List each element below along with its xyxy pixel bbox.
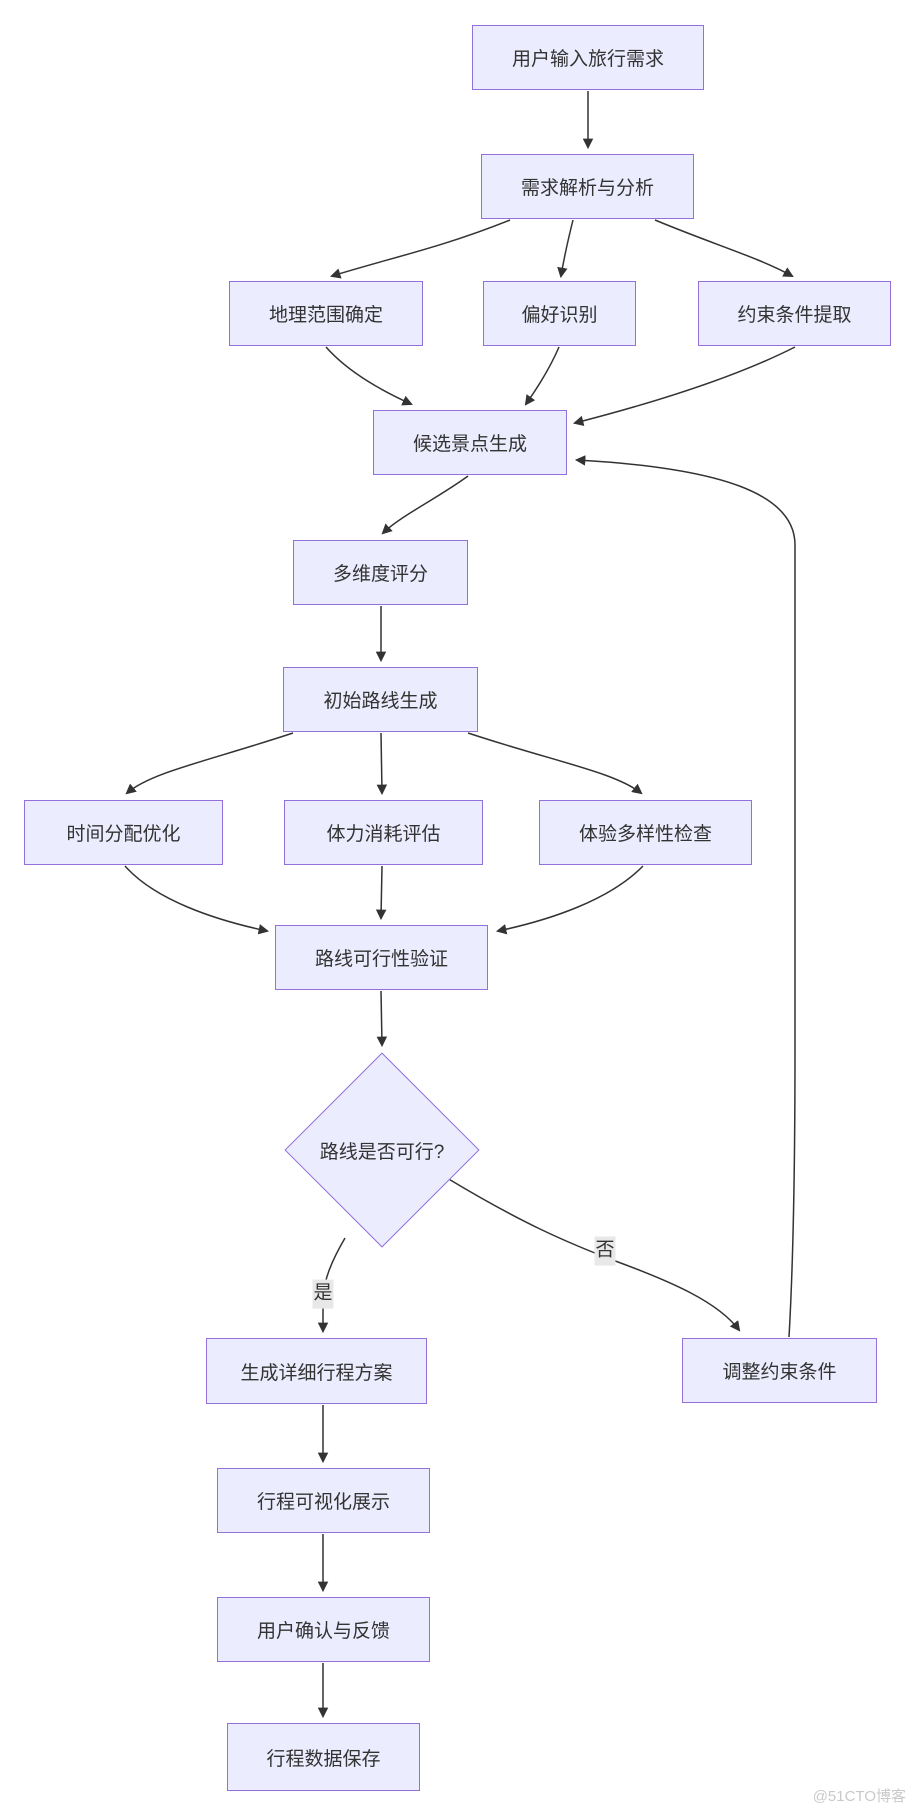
edge-stamina-validate — [375, 865, 387, 921]
node-stamina: 体力消耗评估 — [284, 800, 483, 865]
node-visual: 行程可视化展示 — [217, 1468, 430, 1533]
edge-time-validate — [124, 865, 270, 935]
edge-route-time — [125, 732, 294, 795]
edge-geo-candidates — [325, 346, 413, 406]
edge-constraint-candidates — [572, 346, 796, 426]
node-time: 时间分配优化 — [24, 800, 223, 865]
edge-diversity-validate — [495, 865, 644, 935]
edge-candidates-score — [381, 475, 469, 535]
node-diversity: 体验多样性检查 — [539, 800, 752, 865]
edge-decision-adjust-no — [446, 1177, 741, 1332]
edge-validate-decision — [376, 990, 388, 1048]
node-adjust: 调整约束条件 — [682, 1338, 877, 1403]
node-detail: 生成详细行程方案 — [206, 1338, 427, 1404]
edge-parse-pref — [557, 219, 574, 279]
node-score: 多维度评分 — [293, 540, 468, 605]
node-decision-label: 路线是否可行? — [319, 1141, 445, 1163]
node-confirm: 用户确认与反馈 — [217, 1597, 430, 1662]
edge-route-stamina — [376, 732, 388, 796]
edge-route-diversity — [467, 732, 643, 795]
node-input: 用户输入旅行需求 — [472, 25, 704, 90]
node-route: 初始路线生成 — [283, 667, 478, 732]
node-save: 行程数据保存 — [227, 1723, 420, 1791]
node-geo: 地理范围确定 — [229, 281, 423, 346]
watermark: @51CTO博客 — [812, 1788, 906, 1805]
edge-parse-geo — [329, 219, 511, 279]
edge-label-yes: 是 — [312, 1279, 334, 1309]
node-constraint: 约束条件提取 — [698, 281, 891, 346]
edge-adjust-candidates-loop — [574, 455, 796, 1338]
node-parse: 需求解析与分析 — [481, 154, 694, 219]
node-validate: 路线可行性验证 — [275, 925, 488, 990]
edge-parse-constraint — [654, 219, 794, 278]
node-candidates: 候选景点生成 — [373, 410, 567, 475]
edge-label-no: 否 — [594, 1236, 616, 1266]
node-pref: 偏好识别 — [483, 281, 636, 346]
edge-pref-candidates — [524, 346, 560, 406]
